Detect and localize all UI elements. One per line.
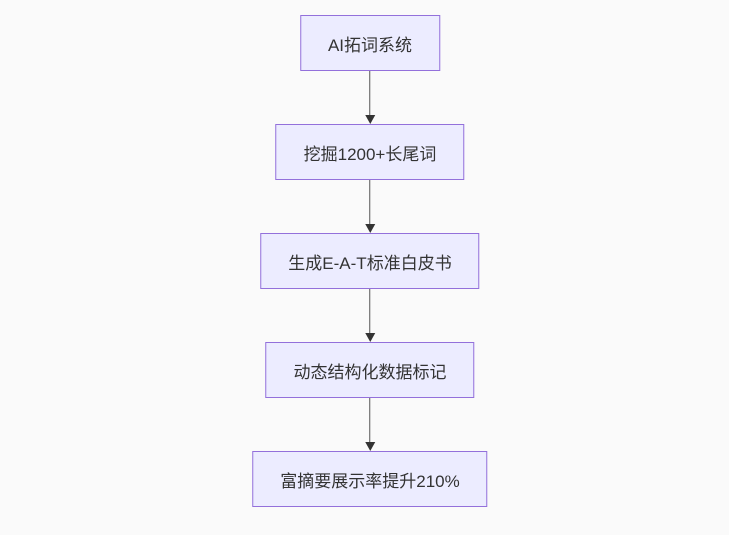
- flowchart-node-longtail-keywords: 挖掘1200+长尾词: [275, 124, 465, 180]
- edge-line: [369, 71, 371, 115]
- flowchart-edge: [364, 180, 375, 233]
- node-label: 动态结构化数据标记: [293, 362, 447, 382]
- flowchart-edge: [364, 71, 375, 124]
- flowchart-node-eat-whitepaper: 生成E-A-T标准白皮书: [260, 233, 480, 289]
- arrow-down-icon: [364, 442, 375, 451]
- flowchart-node-ai-system: AI拓词系统: [299, 15, 441, 71]
- node-label: 富摘要展示率提升210%: [280, 471, 460, 491]
- flowchart-node-structured-data: 动态结构化数据标记: [265, 342, 475, 398]
- edge-line: [369, 289, 371, 333]
- edge-line: [369, 398, 371, 442]
- flowchart-node-rich-snippet-rate: 富摘要展示率提升210%: [252, 451, 488, 507]
- flowchart-edge: [364, 398, 375, 451]
- flowchart-column: AI拓词系统 挖掘1200+长尾词 生成E-A-T标准白皮书 动态结构化数据标记: [252, 15, 488, 507]
- flowchart-edge: [364, 289, 375, 342]
- edge-line: [369, 180, 371, 224]
- node-label: AI拓词系统: [327, 35, 413, 55]
- arrow-down-icon: [364, 224, 375, 233]
- arrow-down-icon: [364, 115, 375, 124]
- node-label: 生成E-A-T标准白皮书: [288, 253, 452, 273]
- arrow-down-icon: [364, 333, 375, 342]
- node-label: 挖掘1200+长尾词: [303, 144, 437, 164]
